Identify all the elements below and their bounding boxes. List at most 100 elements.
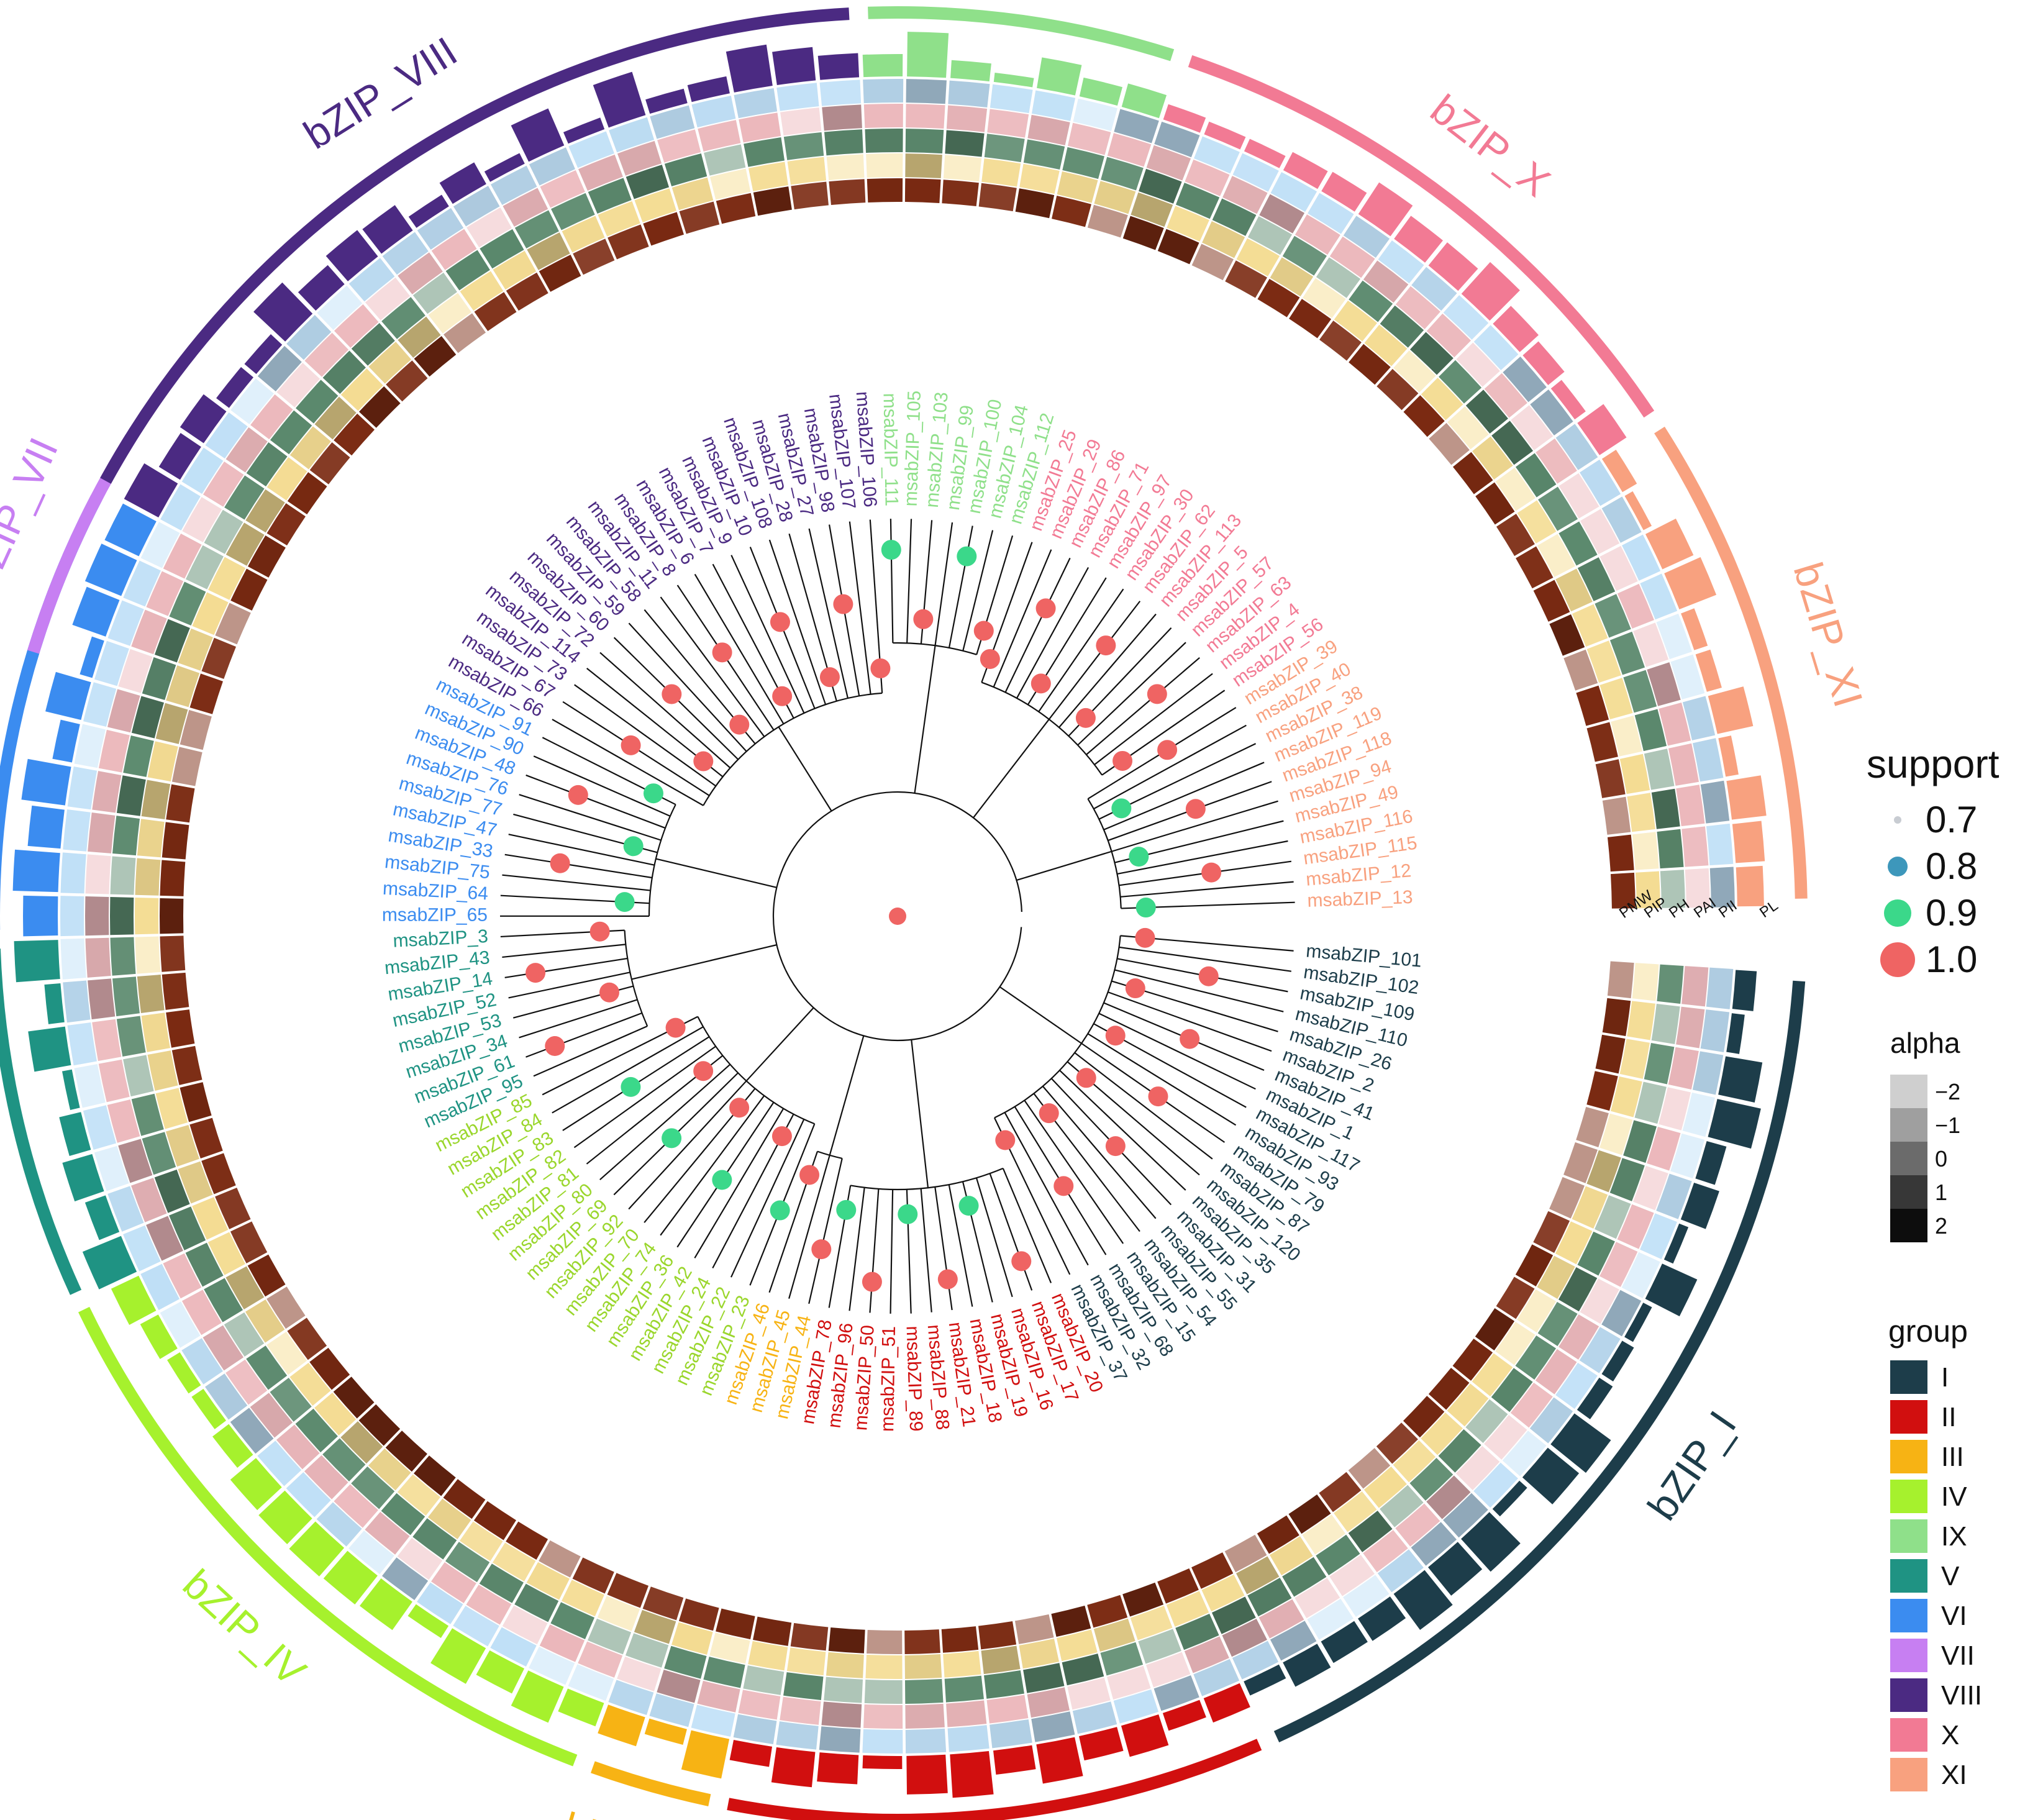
heat-cell xyxy=(1153,1675,1199,1711)
heat-cell xyxy=(257,1440,302,1486)
pl-bar xyxy=(1461,1512,1521,1572)
heat-cell xyxy=(165,1124,199,1167)
heat-cell xyxy=(181,1290,222,1335)
heat-cell xyxy=(1282,235,1327,276)
heat-cell xyxy=(107,689,140,733)
heat-cell xyxy=(189,1117,223,1159)
pl-bar xyxy=(1358,1596,1406,1641)
heat-cell xyxy=(1586,1071,1618,1111)
heat-cell xyxy=(1595,594,1631,638)
heat-cell xyxy=(365,1511,410,1555)
heat-cell xyxy=(1224,1534,1267,1573)
support-node xyxy=(1105,1026,1126,1046)
support-node xyxy=(1135,898,1156,918)
heat-cell xyxy=(787,157,827,185)
heat-cell xyxy=(1634,709,1667,752)
heat-cell xyxy=(1484,1414,1527,1460)
heat-cell xyxy=(140,1263,180,1311)
heat-cell xyxy=(162,972,189,1010)
heat-cell xyxy=(1302,1514,1346,1555)
heat-cell xyxy=(492,1542,536,1581)
pl-bar xyxy=(12,849,60,893)
pl-bar xyxy=(14,940,60,983)
tip-label: msabZIP_51 xyxy=(877,1326,899,1432)
heat-cell xyxy=(1682,696,1716,740)
pl-bar xyxy=(993,1745,1036,1775)
heat-cell xyxy=(1247,1577,1292,1617)
heat-cell xyxy=(1222,1619,1267,1657)
heat-cell xyxy=(1014,1614,1054,1644)
pl-bar xyxy=(289,1521,345,1577)
group-legend-label: II xyxy=(1941,1402,1956,1432)
heat-cell xyxy=(309,442,350,485)
support-node xyxy=(881,540,901,560)
group-legend-swatch xyxy=(1890,1360,1927,1394)
heat-cell xyxy=(709,1632,750,1664)
heat-cell xyxy=(94,640,129,686)
pl-bar xyxy=(1601,1340,1634,1381)
heat-cell xyxy=(225,1359,268,1405)
heat-cell xyxy=(1558,1267,1598,1312)
heat-cell xyxy=(398,316,441,358)
pl-bar xyxy=(1427,1542,1483,1596)
heat-cell xyxy=(526,1562,570,1600)
heat-cell xyxy=(316,1502,362,1547)
heat-cell xyxy=(1411,266,1457,311)
heat-cell xyxy=(181,1338,223,1385)
heat-cell xyxy=(385,1431,427,1472)
pl-bar xyxy=(1664,557,1717,609)
heat-cell xyxy=(205,1373,248,1420)
heat-cell xyxy=(671,1622,713,1655)
heat-cell xyxy=(317,285,363,330)
support-node xyxy=(937,1269,958,1290)
alpha-legend-label: 1 xyxy=(1935,1180,1947,1205)
heat-cell xyxy=(490,165,537,206)
heat-cell xyxy=(597,1595,640,1631)
ring-pmw xyxy=(160,178,1636,1654)
heat-cell xyxy=(748,162,788,191)
support-node xyxy=(958,1196,979,1216)
heat-cell xyxy=(539,255,581,292)
heat-cell xyxy=(466,1585,512,1625)
heat-cell xyxy=(1409,332,1454,375)
heat-cell xyxy=(178,1161,213,1204)
heat-cell xyxy=(608,1680,654,1716)
heat-cell xyxy=(107,1099,140,1143)
heat-cell xyxy=(1496,1276,1535,1319)
support-nodes xyxy=(526,540,1222,1292)
heat-cell xyxy=(1107,133,1152,167)
pl-bar xyxy=(726,44,773,93)
heat-cell xyxy=(1031,1711,1075,1742)
heat-cell xyxy=(1456,342,1500,387)
heat-cell xyxy=(664,1645,707,1679)
heat-cell xyxy=(1439,360,1482,404)
heat-cell xyxy=(118,648,153,693)
heat-cell xyxy=(417,1582,463,1624)
alpha-legend-swatch xyxy=(1890,1075,1927,1108)
pl-bar xyxy=(362,205,413,254)
heat-cell xyxy=(1572,1186,1608,1229)
support-node xyxy=(771,1126,792,1147)
heat-cell xyxy=(1409,1457,1454,1501)
heat-cell xyxy=(1634,1081,1667,1124)
heat-cell xyxy=(1611,716,1642,757)
heat-cell xyxy=(131,696,165,739)
heat-cell xyxy=(1443,1493,1488,1538)
heat-cell xyxy=(822,104,862,131)
pl-bar xyxy=(1121,83,1167,119)
heat-cell xyxy=(276,1424,320,1470)
heat-cell xyxy=(88,812,116,853)
pl-bar xyxy=(906,1754,948,1795)
heat-cell xyxy=(738,1690,781,1720)
heat-cell xyxy=(1475,1308,1515,1351)
heat-cell xyxy=(304,1455,348,1499)
heat-cell xyxy=(1659,702,1691,746)
pl-bar xyxy=(244,334,283,375)
heat-cell xyxy=(1185,159,1230,196)
support-node xyxy=(833,594,853,614)
heat-cell xyxy=(1555,1362,1598,1409)
heat-cell xyxy=(1632,832,1659,870)
heat-cell xyxy=(459,1521,503,1562)
pl-bar xyxy=(1394,216,1443,263)
heat-cell xyxy=(1067,122,1111,155)
